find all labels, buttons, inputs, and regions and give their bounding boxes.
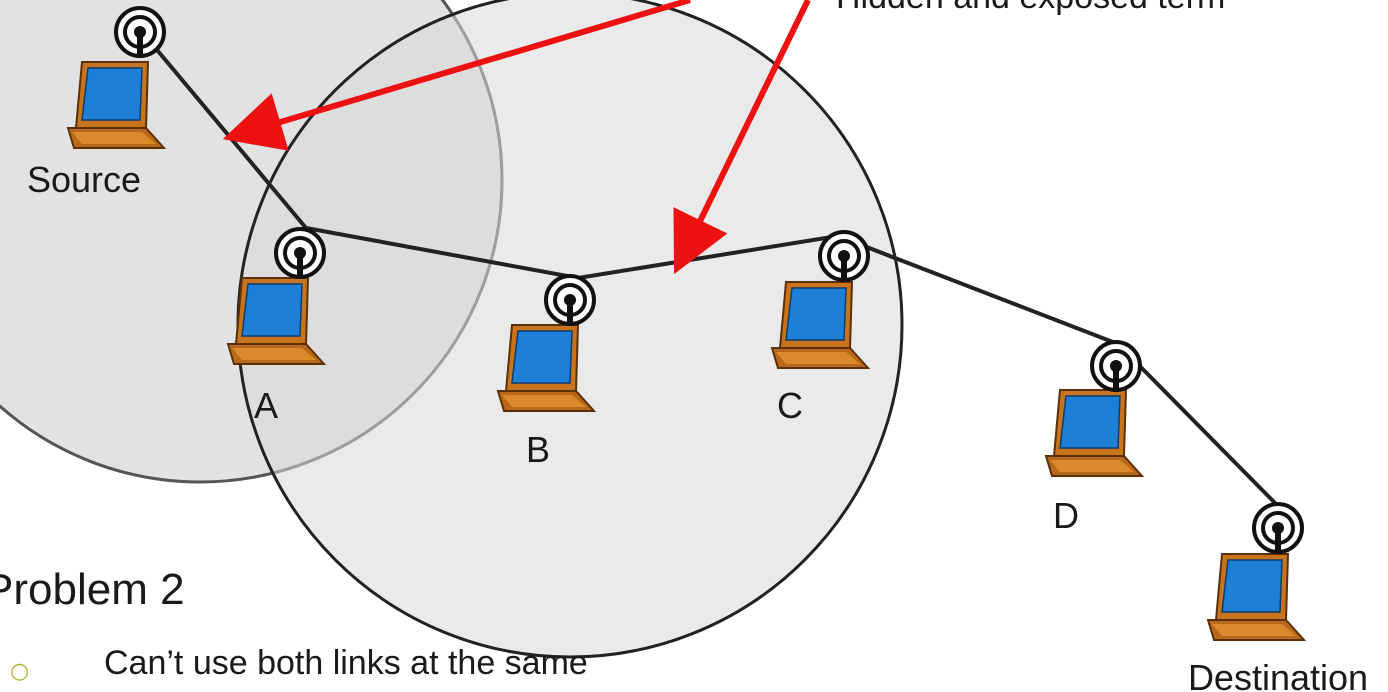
- arrow-to-source-link: [222, 0, 691, 151]
- node-d: D: [1045, 340, 1143, 536]
- arrow-to-b-c-link: [673, 0, 811, 275]
- laptop-icon: [1045, 389, 1143, 477]
- bullet-marker: ○: [10, 659, 29, 684]
- node-b: B: [497, 274, 596, 470]
- antenna-icon: [114, 6, 166, 60]
- antenna-icon: [1252, 502, 1304, 556]
- antenna-icon: [544, 274, 596, 328]
- node-a: A: [227, 227, 326, 426]
- node-source: Source: [27, 6, 166, 200]
- node-c: C: [771, 230, 870, 426]
- node-label-c: C: [777, 385, 803, 426]
- node-label-d: D: [1053, 495, 1079, 536]
- node-label-b: B: [526, 429, 550, 470]
- node-destination: Destination: [1188, 502, 1368, 692]
- callout-text: Hidden and exposed term: [836, 0, 1225, 16]
- antenna-icon: [818, 230, 870, 284]
- slide-heading: Problem 2: [0, 565, 185, 614]
- bullet-text: Can’t use both links at the same: [104, 644, 588, 682]
- antenna-icon: [1090, 340, 1142, 394]
- node-label-destination: Destination: [1188, 657, 1368, 692]
- node-label-source: Source: [27, 159, 141, 200]
- antenna-icon: [274, 227, 326, 281]
- laptop-icon: [1207, 553, 1305, 641]
- node-label-a: A: [254, 385, 278, 426]
